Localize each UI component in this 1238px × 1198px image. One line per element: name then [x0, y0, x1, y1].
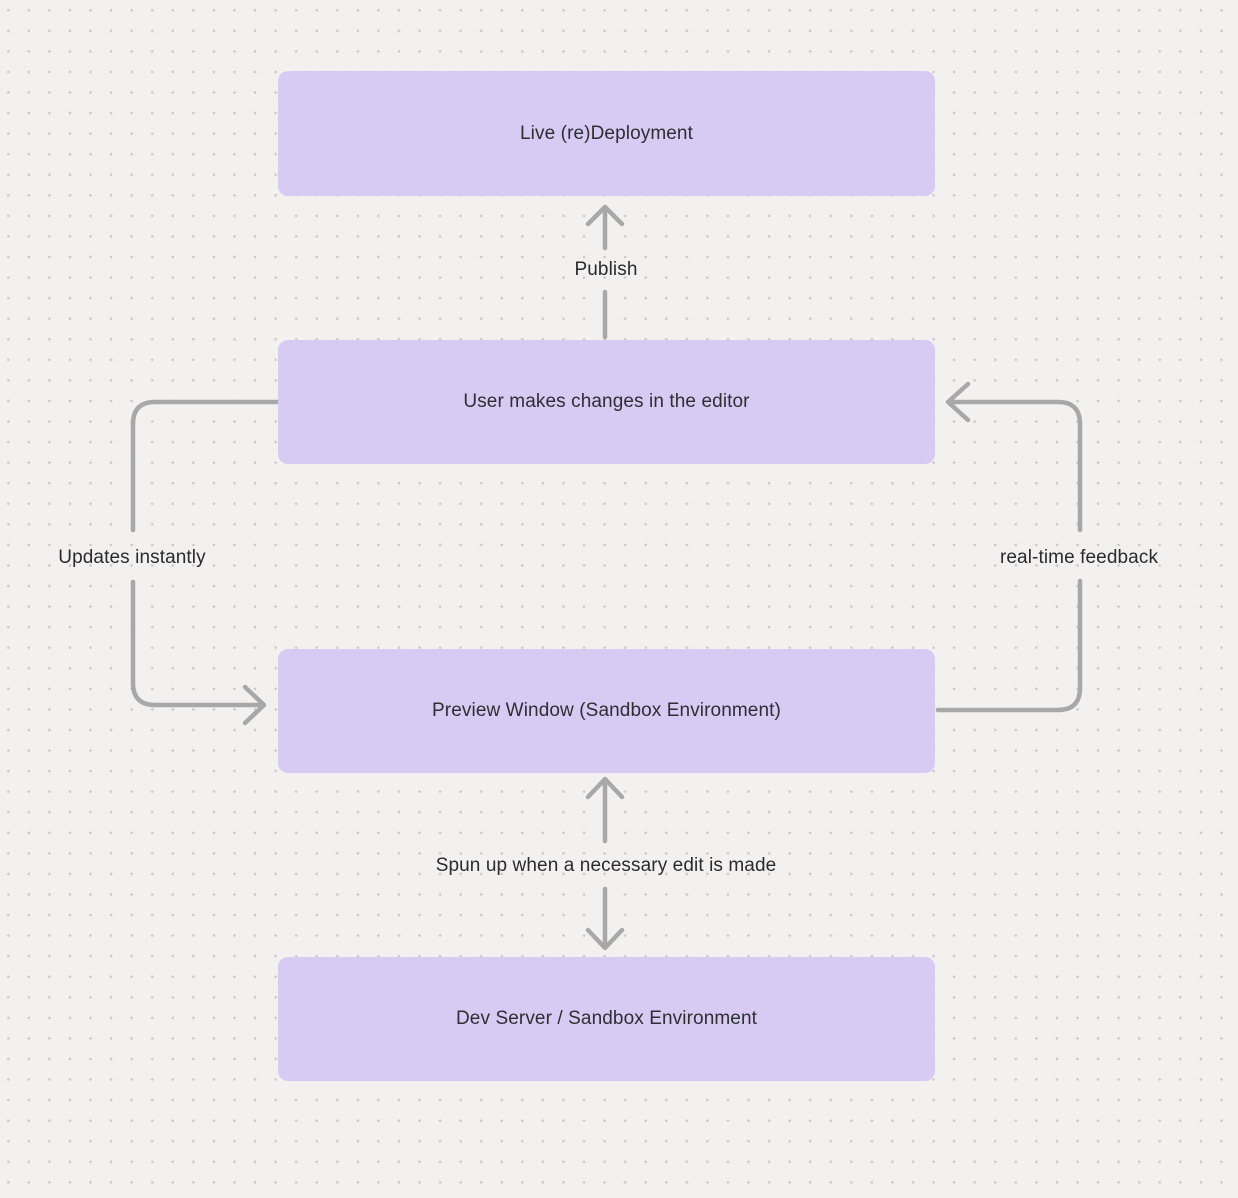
edge-label-publish: Publish [574, 259, 638, 280]
edge-label-spun-up: Spun up when a necessary edit is made [435, 855, 777, 876]
updates-segment-upper [130, 399, 281, 533]
edge-label-updates-instantly: Updates instantly [58, 547, 206, 568]
edge-label-real-time-feedback: real-time feedback [999, 547, 1159, 568]
node-user-editor: User makes changes in the editor [278, 340, 935, 464]
arrowhead-left-icon [945, 381, 971, 423]
node-label: User makes changes in the editor [463, 391, 750, 412]
updates-segment-lower [130, 579, 263, 708]
feedback-segment-upper [949, 399, 1083, 533]
arrowhead-up-icon [585, 204, 625, 227]
node-dev-server: Dev Server / Sandbox Environment [278, 957, 935, 1081]
feedback-segment-lower [935, 578, 1083, 713]
arrowhead-down-icon [585, 927, 625, 951]
node-preview-window: Preview Window (Sandbox Environment) [278, 649, 935, 773]
node-label: Preview Window (Sandbox Environment) [432, 700, 781, 721]
arrowhead-right-icon [242, 684, 267, 726]
node-label: Dev Server / Sandbox Environment [455, 1008, 757, 1029]
arrowhead-up-icon [585, 776, 625, 800]
node-label: Live (re)Deployment [520, 122, 693, 144]
node-live-redeployment: Live (re)Deployment [278, 71, 935, 196]
